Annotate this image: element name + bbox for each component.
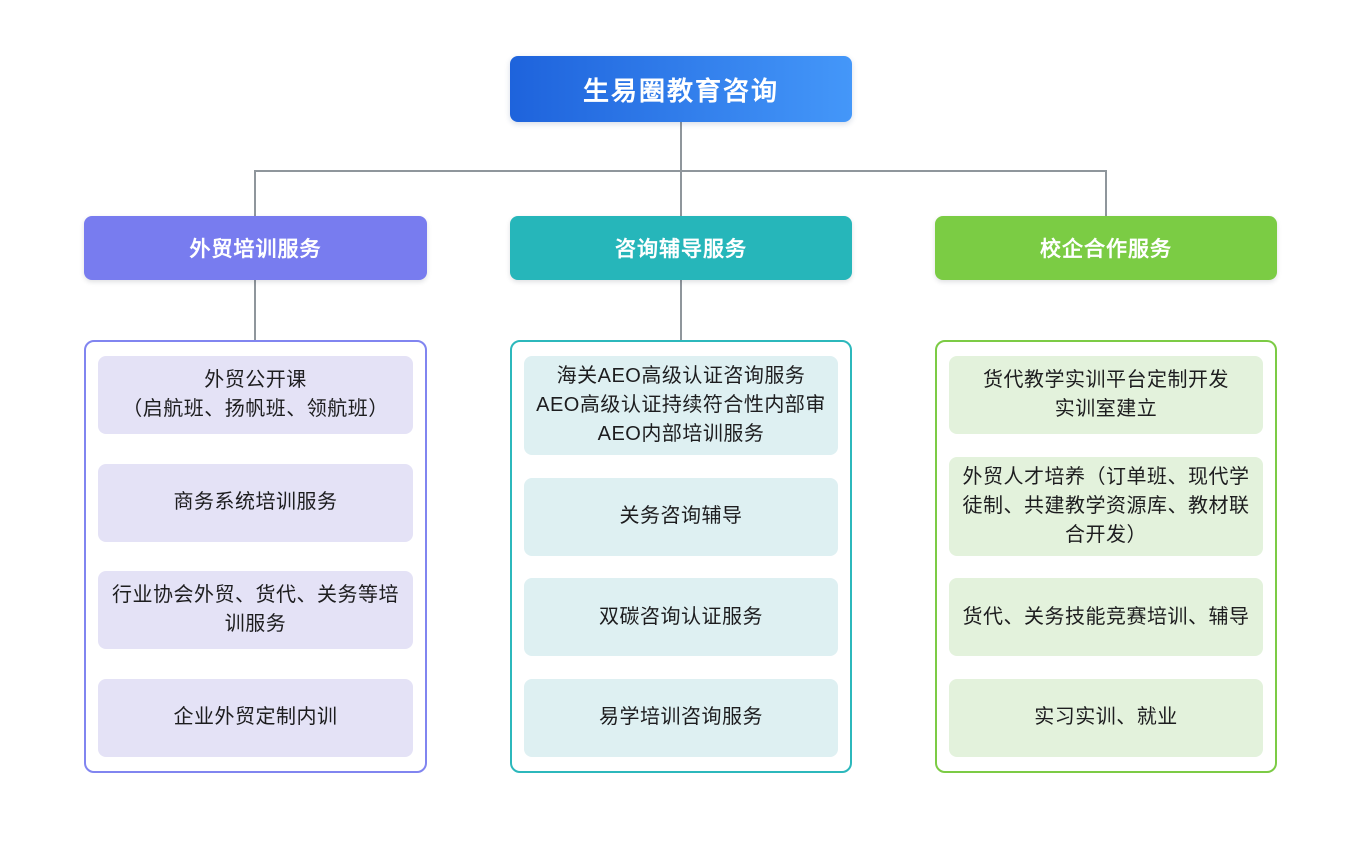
leaf-node: 双碳咨询认证服务 [524, 578, 838, 657]
branch-box-trade-training: 外贸公开课 （启航班、扬帆班、领航班） 商务系统培训服务 行业协会外贸、货代、关… [84, 340, 427, 773]
branch-header-school-enterprise: 校企合作服务 [935, 216, 1277, 280]
leaf-line: 企业外贸定制内训 [173, 706, 338, 729]
leaf-node: 关务咨询辅导 [524, 477, 838, 556]
leaf-node: 行业协会外贸、货代、关务等培训服务 [98, 571, 413, 650]
leaf-line: 行业协会外贸、货代、关务等培训服务 [112, 584, 399, 636]
connector-drop-left [254, 170, 256, 217]
connector-root-stem [680, 122, 682, 170]
leaf-node: 货代教学实训平台定制开发 实训室建立 [949, 356, 1263, 434]
branch-header-label: 外贸培训服务 [189, 238, 322, 261]
leaf-line: 商务系统培训服务 [173, 491, 338, 514]
branch-header-label: 咨询辅导服务 [615, 238, 747, 261]
leaf-node: 实习实训、就业 [949, 678, 1263, 757]
root-node-label: 生易圈教育咨询 [582, 75, 779, 106]
leaf-line: 外贸公开课 [204, 369, 307, 391]
connector-left-header-to-box [254, 280, 256, 341]
leaf-line: 货代、关务技能竞赛培训、辅导 [962, 605, 1250, 628]
leaf-node: 易学培训咨询服务 [524, 678, 838, 757]
leaf-node: 企业外贸定制内训 [98, 678, 413, 757]
leaf-node: 外贸公开课 （启航班、扬帆班、领航班） [98, 356, 413, 434]
leaf-line: AEO内部培训服务 [597, 423, 765, 445]
leaf-line: 外贸人才培养（订单班、现代学徒制、共建教学资源库、教材联合开发） [962, 465, 1250, 546]
leaf-line: 实习实训、就业 [1034, 706, 1178, 729]
leaf-line: 货代教学实训平台定制开发 [983, 369, 1229, 391]
leaf-node: 外贸人才培养（订单班、现代学徒制、共建教学资源库、教材联合开发） [949, 456, 1263, 556]
connector-middle-header-to-box [680, 280, 682, 341]
leaf-line: 海关AEO高级认证咨询服务 [556, 365, 806, 387]
leaf-line: 实训室建立 [1054, 398, 1158, 420]
branch-header-trade-training: 外贸培训服务 [84, 216, 427, 280]
leaf-node: 商务系统培训服务 [98, 463, 413, 542]
branch-header-label: 校企合作服务 [1040, 238, 1172, 261]
leaf-line: （启航班、扬帆班、领航班） [122, 398, 389, 420]
leaf-line: 双碳咨询认证服务 [599, 605, 763, 628]
leaf-line: 关务咨询辅导 [619, 505, 743, 528]
leaf-line: 易学培训咨询服务 [599, 706, 763, 729]
connector-drop-right [1105, 170, 1107, 217]
branch-header-consulting: 咨询辅导服务 [510, 216, 852, 280]
leaf-line: AEO高级认证持续符合性内部审 [536, 394, 826, 416]
connector-drop-middle [680, 170, 682, 217]
branch-box-school-enterprise: 货代教学实训平台定制开发 实训室建立 外贸人才培养（订单班、现代学徒制、共建教学… [935, 340, 1277, 773]
root-node: 生易圈教育咨询 [510, 56, 852, 122]
leaf-node: 海关AEO高级认证咨询服务 AEO高级认证持续符合性内部审 AEO内部培训服务 [524, 356, 838, 455]
branch-box-consulting: 海关AEO高级认证咨询服务 AEO高级认证持续符合性内部审 AEO内部培训服务 … [510, 340, 852, 773]
leaf-node: 货代、关务技能竞赛培训、辅导 [949, 578, 1263, 657]
